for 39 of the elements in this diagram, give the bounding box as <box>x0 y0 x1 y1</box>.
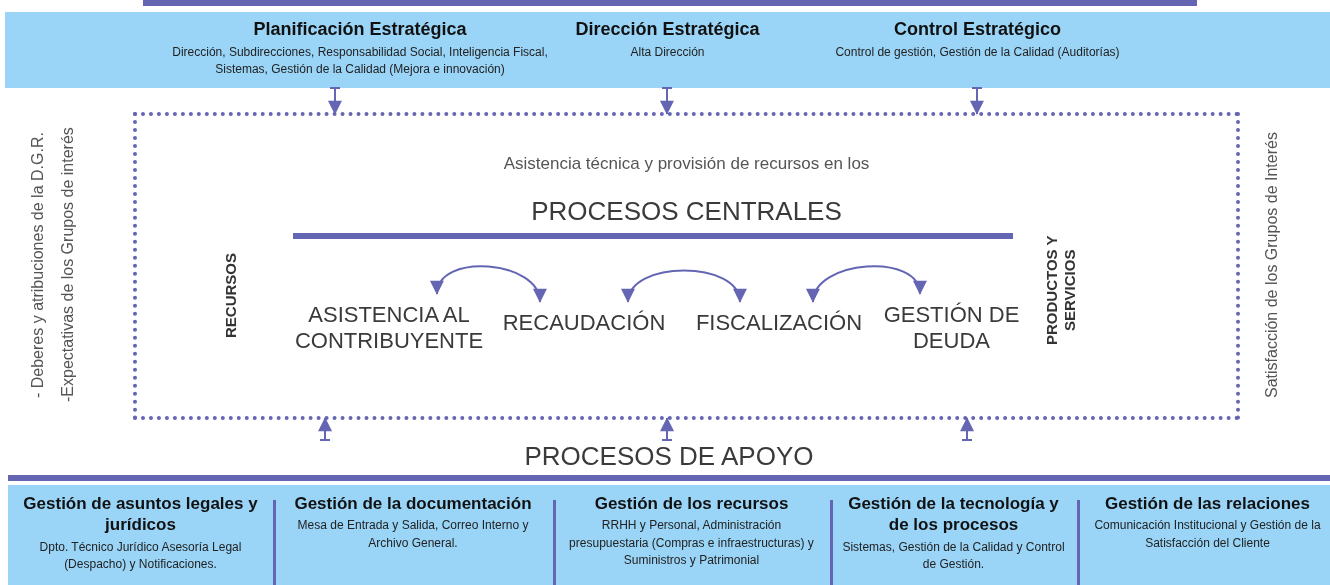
side-heading: RECURSOS <box>222 251 240 340</box>
double-arrow <box>808 265 924 303</box>
section-title: PROCESOS DE APOYO <box>523 440 815 472</box>
description-text: Dirección, Subdirecciones, Responsabilidad Social, Inteligencia Fiscal, Sistemas, Gestión de la Calidad (Mejora e innovación) <box>171 43 549 78</box>
side-note: Satisfacción de los Grupos de Interés <box>1262 131 1281 400</box>
section-title: PROCESOS CENTRALES <box>530 196 843 227</box>
side-heading: PRODUCTOS Y SERVICIOS <box>1043 234 1079 347</box>
intro-text: Asistencia técnica y provisión de recursos en los <box>502 154 871 174</box>
description-text: Alta Dirección <box>629 43 706 61</box>
description-text: RRHH y Personal, Administración presupuestaria (Compras e infraestructuras) y Suministros y Patrimonial <box>568 517 815 570</box>
arrow <box>327 87 342 115</box>
heading: Gestión de los recursos <box>593 493 790 515</box>
side-note: -Expectativas de los Grupos de interés <box>58 126 77 405</box>
arrow <box>660 417 675 441</box>
heading: Planificación Estratégica <box>252 18 468 41</box>
process-label: ASISTENCIA AL CONTRIBUYENTE <box>294 300 484 356</box>
description-text: Dpto. Técnico Jurídico Asesoría Legal (Despacho) y Notificaciones. <box>38 538 243 573</box>
arrow <box>318 417 333 441</box>
heading: Control Estratégico <box>893 18 1062 41</box>
heading: Gestión de asuntos legales y jurídicos <box>22 493 259 536</box>
heading: Dirección Estratégica <box>574 18 761 41</box>
process-label: GESTIÓN DE DEUDA <box>879 300 1024 356</box>
strategic-band <box>5 12 1330 88</box>
arrow <box>659 87 674 115</box>
description-text: Comunicación Institucional y Gestión de la Satisfacción del Cliente <box>1093 517 1322 552</box>
process-label: RECAUDACIÓN <box>499 308 669 338</box>
description-text: Control de gestión, Gestión de la Calidad (Auditorías) <box>834 43 1121 61</box>
side-note: - Deberes y atribuciones de la D.G.R. <box>28 131 47 400</box>
description-text: Mesa de Entrada y Salida, Correo Interno y Archivo General. <box>296 517 530 552</box>
core-process-frame <box>133 112 1240 420</box>
arrow <box>960 417 975 441</box>
heading: Gestión de la documentación <box>293 493 533 515</box>
heading: Gestión de la tecnología y de los procesos <box>847 493 1060 536</box>
double-arrow <box>624 269 744 303</box>
heading: Gestión de las relaciones <box>1104 493 1311 515</box>
double-arrow <box>432 265 545 303</box>
arrow <box>969 87 984 115</box>
process-label: FISCALIZACIÓN <box>694 308 864 338</box>
description-text: Sistemas, Gestión de la Calidad y Control de Gestión. <box>841 538 1066 573</box>
